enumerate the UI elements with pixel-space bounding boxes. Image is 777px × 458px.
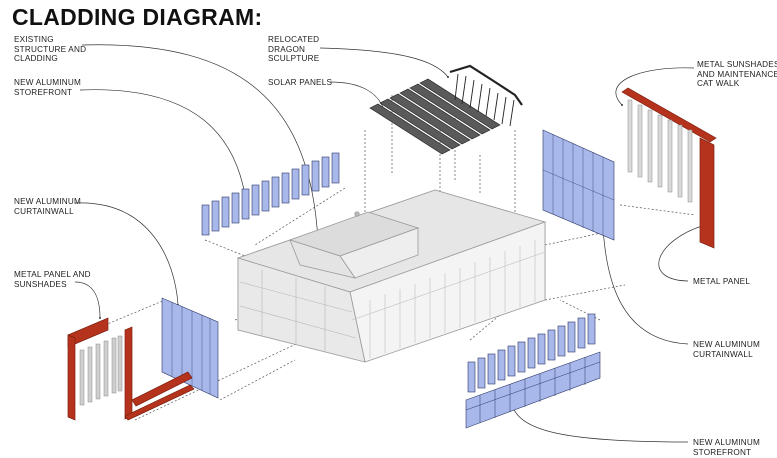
diagram-title: CLADDING DIAGRAM: bbox=[12, 4, 263, 30]
right-storefront-panels bbox=[467, 313, 596, 393]
right-storefront-base bbox=[465, 351, 601, 429]
label-metal-sunshades-catwalk: METAL SUNSHADES AND MAINTENANCE CAT WALK bbox=[697, 60, 777, 89]
label-dragon-sculpture: RELOCATED DRAGON SCULPTURE bbox=[268, 35, 320, 64]
right-curtainwall bbox=[542, 129, 615, 241]
right-metal-sunshades-catwalk bbox=[621, 87, 717, 249]
label-new-curtainwall-left: NEW ALUMINUM CURTAINWALL bbox=[14, 197, 81, 216]
left-curtainwall bbox=[161, 297, 219, 399]
label-metal-panel-right: METAL PANEL bbox=[693, 277, 751, 286]
existing-building bbox=[236, 189, 547, 363]
label-existing-structure: EXISTING STRUCTURE AND CLADDING bbox=[14, 35, 87, 64]
dragon-sculpture bbox=[449, 64, 523, 127]
left-storefront-panels bbox=[201, 152, 340, 236]
label-new-curtainwall-right: NEW ALUMINUM CURTAINWALL bbox=[693, 340, 760, 359]
solar-panels bbox=[369, 78, 501, 155]
label-new-storefront-left: NEW ALUMINUM STOREFRONT bbox=[14, 78, 81, 97]
leader-lines bbox=[74, 44, 706, 443]
label-solar-panels: SOLAR PANELS bbox=[268, 78, 333, 87]
left-metal-panel-sunshades bbox=[67, 317, 195, 421]
label-metal-panel-sunshades: METAL PANEL AND SUNSHADES bbox=[14, 270, 91, 289]
label-new-storefront-right: NEW ALUMINUM STOREFRONT bbox=[693, 438, 760, 457]
